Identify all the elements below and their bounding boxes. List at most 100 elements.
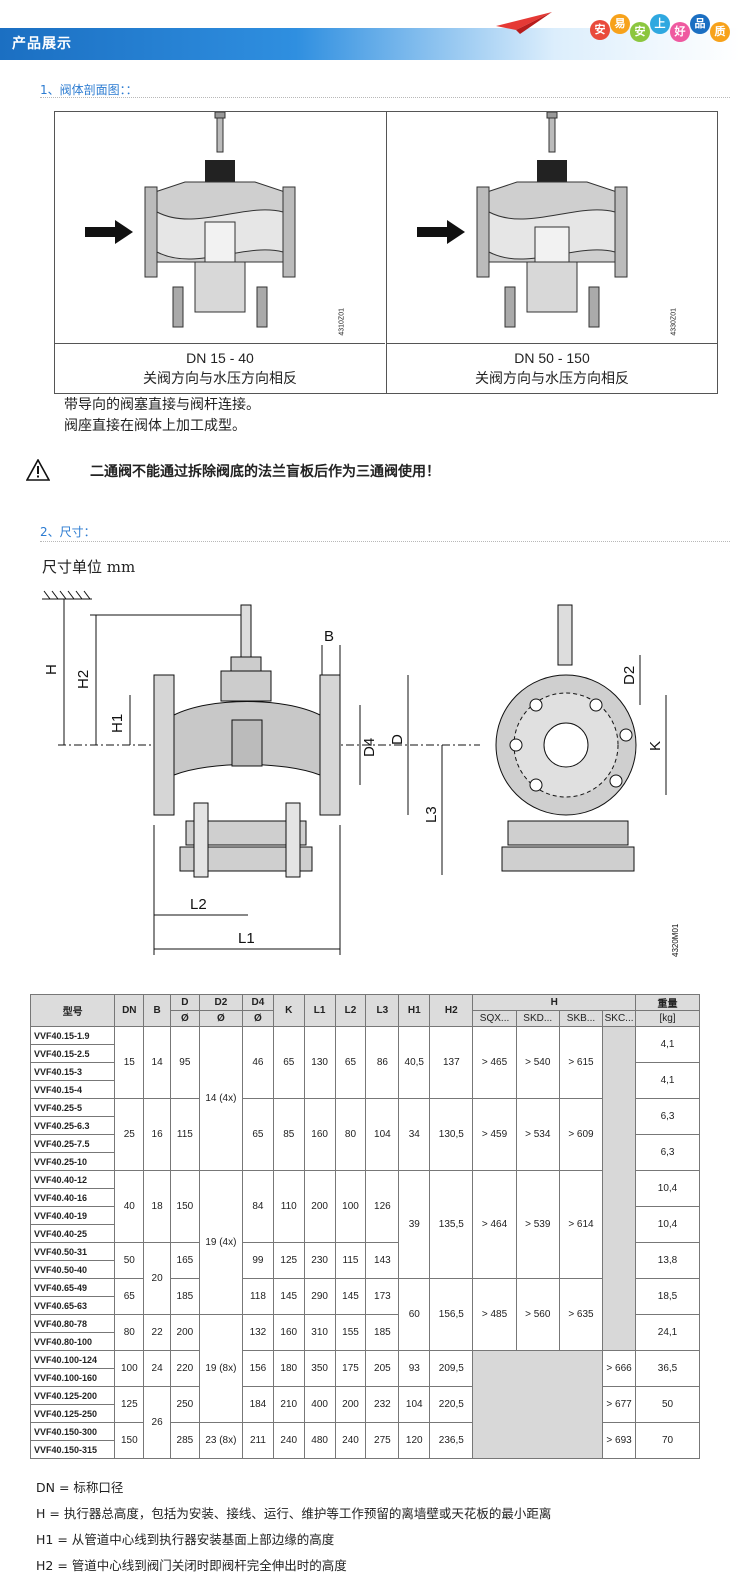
table-cell: > 615 bbox=[558, 1026, 604, 1099]
table-cell: 211 bbox=[241, 1422, 274, 1459]
model-cell: VVF40.25-5 bbox=[29, 1098, 116, 1117]
table-cell: 220 bbox=[169, 1350, 200, 1387]
table-cell: 110 bbox=[272, 1170, 305, 1243]
model-cell: VVF40.15-2.5 bbox=[29, 1044, 116, 1063]
table-cell: 13,8 bbox=[635, 1242, 700, 1279]
col-header: DN bbox=[114, 994, 145, 1027]
table-cell: 16 bbox=[143, 1098, 171, 1171]
table-row: VVF40.65-63 bbox=[29, 1296, 700, 1315]
warning-text: 二通阀不能通过拆除阀底的法兰盲板后作为三通阀使用！ bbox=[90, 464, 440, 480]
note: H2 = 管道中心线到阀门关闭时即阀杆完全伸出时的高度 bbox=[36, 1558, 347, 1573]
table-cell: 240 bbox=[272, 1422, 305, 1459]
dim-label: H1 bbox=[109, 714, 126, 733]
dim-label: D bbox=[389, 734, 406, 745]
table-cell: 285 bbox=[169, 1422, 200, 1459]
col-subheader: SQX... bbox=[472, 1010, 517, 1027]
table-cell: 99 bbox=[241, 1242, 274, 1279]
table-row: VVF40.80-78 80 22 200 19 (8x) 132 160 31… bbox=[29, 1314, 700, 1423]
table-cell: 175 bbox=[334, 1350, 367, 1387]
table-row: VVF40.15-2.5 bbox=[29, 1044, 700, 1063]
dim-label: D4 bbox=[361, 738, 378, 757]
table-cell: 65 bbox=[334, 1026, 367, 1099]
model-cell: VVF40.15-3 bbox=[29, 1062, 116, 1081]
table-cell: > 666 bbox=[602, 1350, 637, 1387]
table-cell: 145 bbox=[334, 1278, 367, 1315]
model-cell: VVF40.15-4 bbox=[29, 1080, 116, 1099]
table-cell: > 485 bbox=[472, 1278, 517, 1351]
col-subheader: SKC... bbox=[602, 1010, 637, 1027]
table-cell: 6,3 bbox=[635, 1134, 700, 1171]
table-cell: 46 bbox=[241, 1026, 274, 1099]
col-header: B bbox=[143, 994, 171, 1027]
table-row: VVF40.65-49 65 185 118 145 290 145 173 6… bbox=[29, 1278, 700, 1351]
table-row: VVF40.40-25 bbox=[29, 1224, 700, 1243]
dimension-drawing: H H2 H1 B D4 D L3 L2 L1 D2 K 4320M01 bbox=[42, 590, 680, 957]
dim-label: H2 bbox=[75, 670, 92, 689]
table-cell: 84 bbox=[241, 1170, 274, 1243]
table-cell: 275 bbox=[365, 1422, 400, 1459]
valve-section-right: 4330Z01 DN 50 - 150 关阀方向与水压方向相反 bbox=[386, 111, 717, 394]
valve-cross-section-drawing bbox=[417, 111, 628, 328]
col-header: H bbox=[472, 994, 637, 1011]
table-cell: 150 bbox=[169, 1170, 200, 1243]
table-cell: > 459 bbox=[472, 1098, 517, 1171]
table-cell: 185 bbox=[365, 1314, 400, 1351]
table-cell: 143 bbox=[365, 1242, 400, 1279]
drawing-code: 4320M01 bbox=[671, 923, 680, 957]
drawing-code: 4310Z01 bbox=[339, 308, 346, 336]
spec-table: 型号 DN B D D2 D4 K L1 L2 L3 H1 H2 H 重量 Ø … bbox=[29, 994, 700, 1459]
dim-label: K bbox=[647, 741, 664, 751]
table-cell: 350 bbox=[303, 1350, 336, 1387]
table-cell: 118 bbox=[241, 1278, 274, 1315]
table-row: VVF40.25-6.3 bbox=[29, 1116, 700, 1135]
table-row: VVF40.15-1.9 15 14 95 14 (4x) 46 65 130 … bbox=[29, 1026, 700, 1351]
col-subheader: [kg] bbox=[635, 1010, 700, 1027]
dim-label: H bbox=[43, 664, 60, 675]
table-row: VVF40.150-315 bbox=[29, 1440, 700, 1459]
table-cell: 50 bbox=[114, 1242, 145, 1279]
table-cell: 40,5 bbox=[398, 1026, 431, 1099]
table-cell: > 609 bbox=[558, 1098, 604, 1171]
dim-label: L3 bbox=[423, 806, 440, 823]
model-cell: VVF40.25-6.3 bbox=[29, 1116, 116, 1135]
table-cell: 10,4 bbox=[635, 1206, 700, 1243]
paper-plane-icon bbox=[496, 12, 552, 34]
note: H1 = 从管道中心线到执行器安装基面上部边缘的高度 bbox=[36, 1532, 335, 1547]
table-cell: 173 bbox=[365, 1278, 400, 1315]
drawing-code: 4330Z01 bbox=[671, 308, 678, 336]
unit-label: 尺寸单位 mm bbox=[42, 558, 136, 576]
table-cell: 70 bbox=[635, 1422, 700, 1459]
table-cell: 184 bbox=[241, 1386, 274, 1423]
table-cell: 150 bbox=[114, 1422, 145, 1459]
table-cell: 230 bbox=[303, 1242, 336, 1279]
col-subheader: Ø bbox=[198, 1010, 243, 1027]
table-cell: 4,1 bbox=[635, 1026, 700, 1063]
caption-text: 关阀方向与水压方向相反 bbox=[143, 371, 297, 387]
col-subheader: Ø bbox=[241, 1010, 274, 1027]
table-cell: 290 bbox=[303, 1278, 336, 1315]
table-cell: > 534 bbox=[515, 1098, 560, 1171]
table-cell: 15 bbox=[114, 1026, 145, 1099]
model-cell: VVF40.80-100 bbox=[29, 1332, 116, 1351]
table-cell: 26 bbox=[143, 1386, 171, 1459]
caption: DN 50 - 150 关阀方向与水压方向相反 bbox=[387, 343, 717, 394]
table-cell: 160 bbox=[303, 1098, 336, 1171]
table-cell: 200 bbox=[169, 1314, 200, 1351]
caption: DN 15 - 40 关阀方向与水压方向相反 bbox=[55, 343, 385, 394]
model-cell: VVF40.40-19 bbox=[29, 1206, 116, 1225]
table-cell: 130,5 bbox=[429, 1098, 474, 1171]
col-header: 型号 bbox=[29, 994, 116, 1027]
table-cell: > 560 bbox=[515, 1278, 560, 1351]
table-cell: > 539 bbox=[515, 1170, 560, 1279]
table-row: VVF40.40-16 bbox=[29, 1188, 700, 1207]
table-cell: 115 bbox=[334, 1242, 367, 1279]
table-cell: 310 bbox=[303, 1314, 336, 1351]
body-text: 带导向的阀塞直接与阀杆连接。 bbox=[64, 397, 260, 413]
slogan-char: 好 bbox=[670, 22, 690, 42]
table-cell: 232 bbox=[365, 1386, 400, 1423]
slogan-char: 品 bbox=[690, 14, 710, 34]
table-cell: 23 (8x) bbox=[198, 1422, 243, 1459]
table-cell: 24 bbox=[143, 1350, 171, 1387]
table-cell: 156 bbox=[241, 1350, 274, 1387]
table-cell: 125 bbox=[114, 1386, 145, 1423]
